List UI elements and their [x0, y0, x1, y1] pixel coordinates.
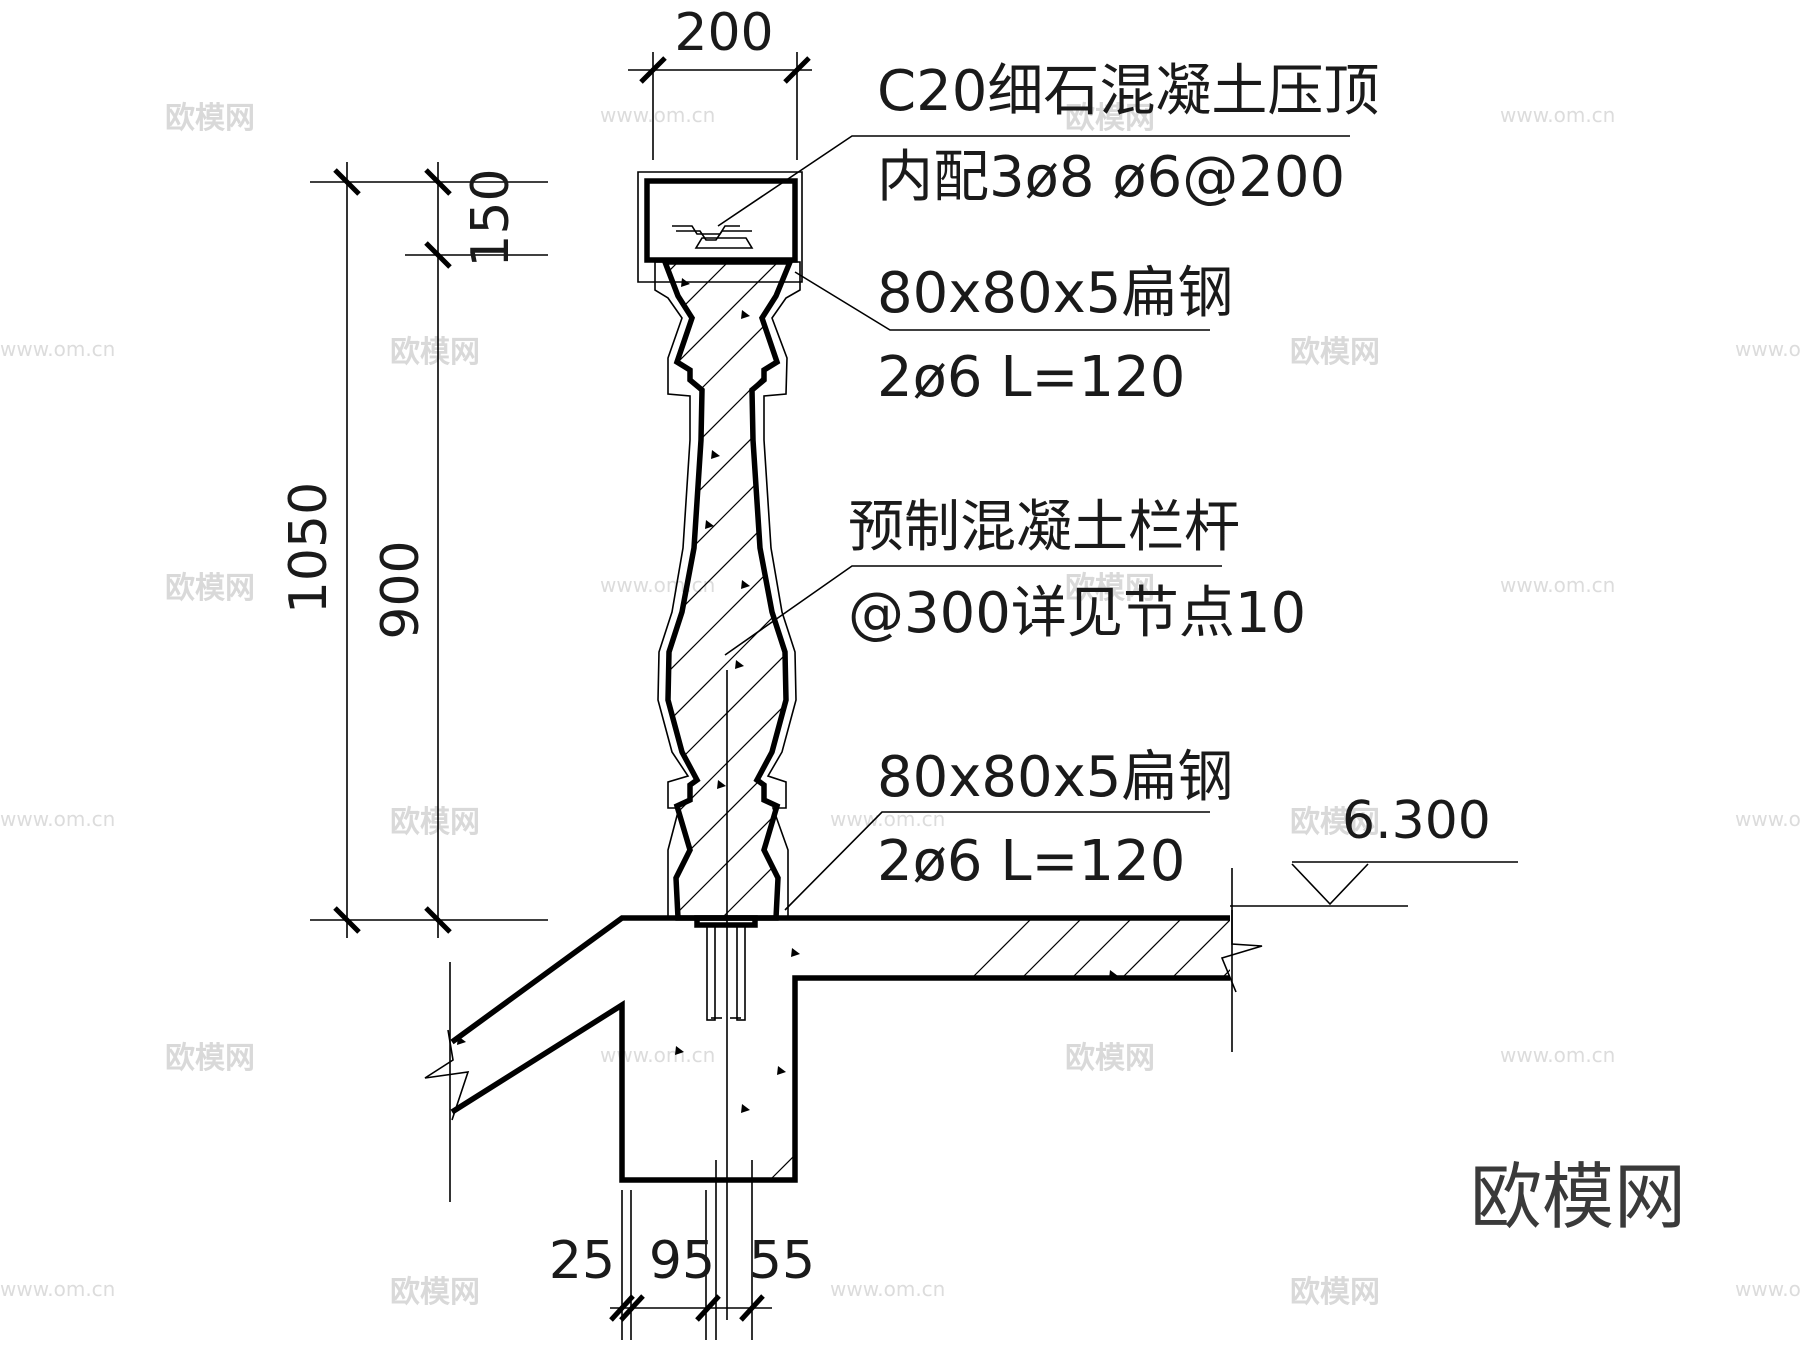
elevation-value: 6.300: [1342, 791, 1491, 851]
watermark-brand: 欧模网: [390, 805, 480, 840]
watermark-brand: 欧模网: [165, 571, 255, 606]
hatch-line: [1209, 918, 1230, 1180]
watermark-url: www.om.cn: [1735, 337, 1800, 361]
hatch-line: [1660, 900, 1800, 1190]
watermark-brand: 欧模网: [1290, 1275, 1380, 1310]
hatch-line: [665, 262, 790, 918]
watermark-brand: 欧模网: [1290, 335, 1380, 370]
watermark-brand: 欧模网: [390, 335, 480, 370]
watermark-brand: 欧模网: [165, 101, 255, 136]
label-baluster-material: 预制混凝土栏杆: [848, 495, 1240, 560]
dimension-bottom-right: 55: [749, 1231, 815, 1291]
watermark-url: www.om.cn: [600, 103, 715, 127]
floor-slab-section: [424, 868, 1263, 1202]
watermark-url: www.om.cn: [600, 573, 715, 597]
watermark-brand: 欧模网: [165, 1041, 255, 1076]
label-baluster-spacing: @300详见节点10: [848, 581, 1306, 646]
dimension-bottom: [609, 1160, 772, 1340]
dimension-total-height: 1050: [279, 482, 339, 614]
label-bottom-anchor-bars: 2ø6 L=120: [877, 829, 1185, 894]
watermark-url: www.om.cn: [0, 337, 115, 361]
watermark-brand: 欧模网: [1290, 805, 1380, 840]
label-top-anchor-bars: 2ø6 L=120: [877, 345, 1185, 410]
hatch-line: [1159, 918, 1230, 1180]
hatch-line: [1710, 900, 1800, 1190]
watermark-url: www.om.cn: [600, 1043, 715, 1067]
leader-lines: [717, 135, 1350, 911]
watermark-url: www.om.cn: [830, 807, 945, 831]
label-top-flat-steel: 80x80x5扁钢: [877, 261, 1233, 326]
watermark-url: www.om.cn: [1500, 573, 1615, 597]
watermark-url: www.om.cn: [1735, 807, 1800, 831]
dimension-baluster-height: 900: [371, 540, 431, 639]
watermark-brand: 欧模网: [1065, 571, 1155, 606]
hatch-line: [909, 918, 1201, 1180]
watermark-brand: 欧模网: [1065, 1041, 1155, 1076]
label-coping-rebar: 内配3ø8 ø6@200: [877, 145, 1345, 210]
hatch-line: [1610, 900, 1800, 1190]
watermark-brand: 欧模网: [390, 1275, 480, 1310]
watermark-url: www.om.cn: [0, 1277, 115, 1301]
hatch-line: [1009, 918, 1230, 1180]
dimension-coping-height: 150: [461, 168, 521, 267]
hatch-line: [1760, 900, 1800, 1190]
watermark-url: www.om.cn: [1500, 103, 1615, 127]
embedded-anchor-steel: [694, 915, 758, 1320]
watermark-url: www.om.cn: [1735, 1277, 1800, 1301]
watermark-brand: 欧模网: [1065, 101, 1155, 136]
hatch-line: [759, 918, 1051, 1180]
brand-logo: 欧模网: [1470, 1155, 1686, 1239]
dimension-vertical: [310, 162, 548, 938]
hatch-line: [665, 262, 790, 918]
watermark-url: www.om.cn: [830, 1277, 945, 1301]
label-coping-material: C20细石混凝土压顶: [877, 59, 1379, 124]
label-bottom-flat-steel: 80x80x5扁钢: [877, 745, 1233, 810]
hatch-line: [809, 918, 1101, 1180]
dimension-top-width: 200: [674, 3, 773, 63]
dimension-top: [628, 52, 812, 160]
watermark-url: www.om.cn: [0, 807, 115, 831]
dimension-bottom-left: 25: [549, 1231, 615, 1291]
hatch-line: [665, 262, 686, 918]
hatch-line: [665, 262, 790, 918]
watermark-url: www.om.cn: [1500, 1043, 1615, 1067]
dimension-bottom-mid: 95: [649, 1231, 715, 1291]
slab-hatching: [759, 900, 1800, 1190]
watermark-layer: 欧模网 www.om.cn 欧模网 www.om.cn www.om.cn 欧模…: [0, 101, 1800, 1310]
elevation-marker: [1230, 861, 1518, 907]
coping-cap: [637, 171, 803, 283]
